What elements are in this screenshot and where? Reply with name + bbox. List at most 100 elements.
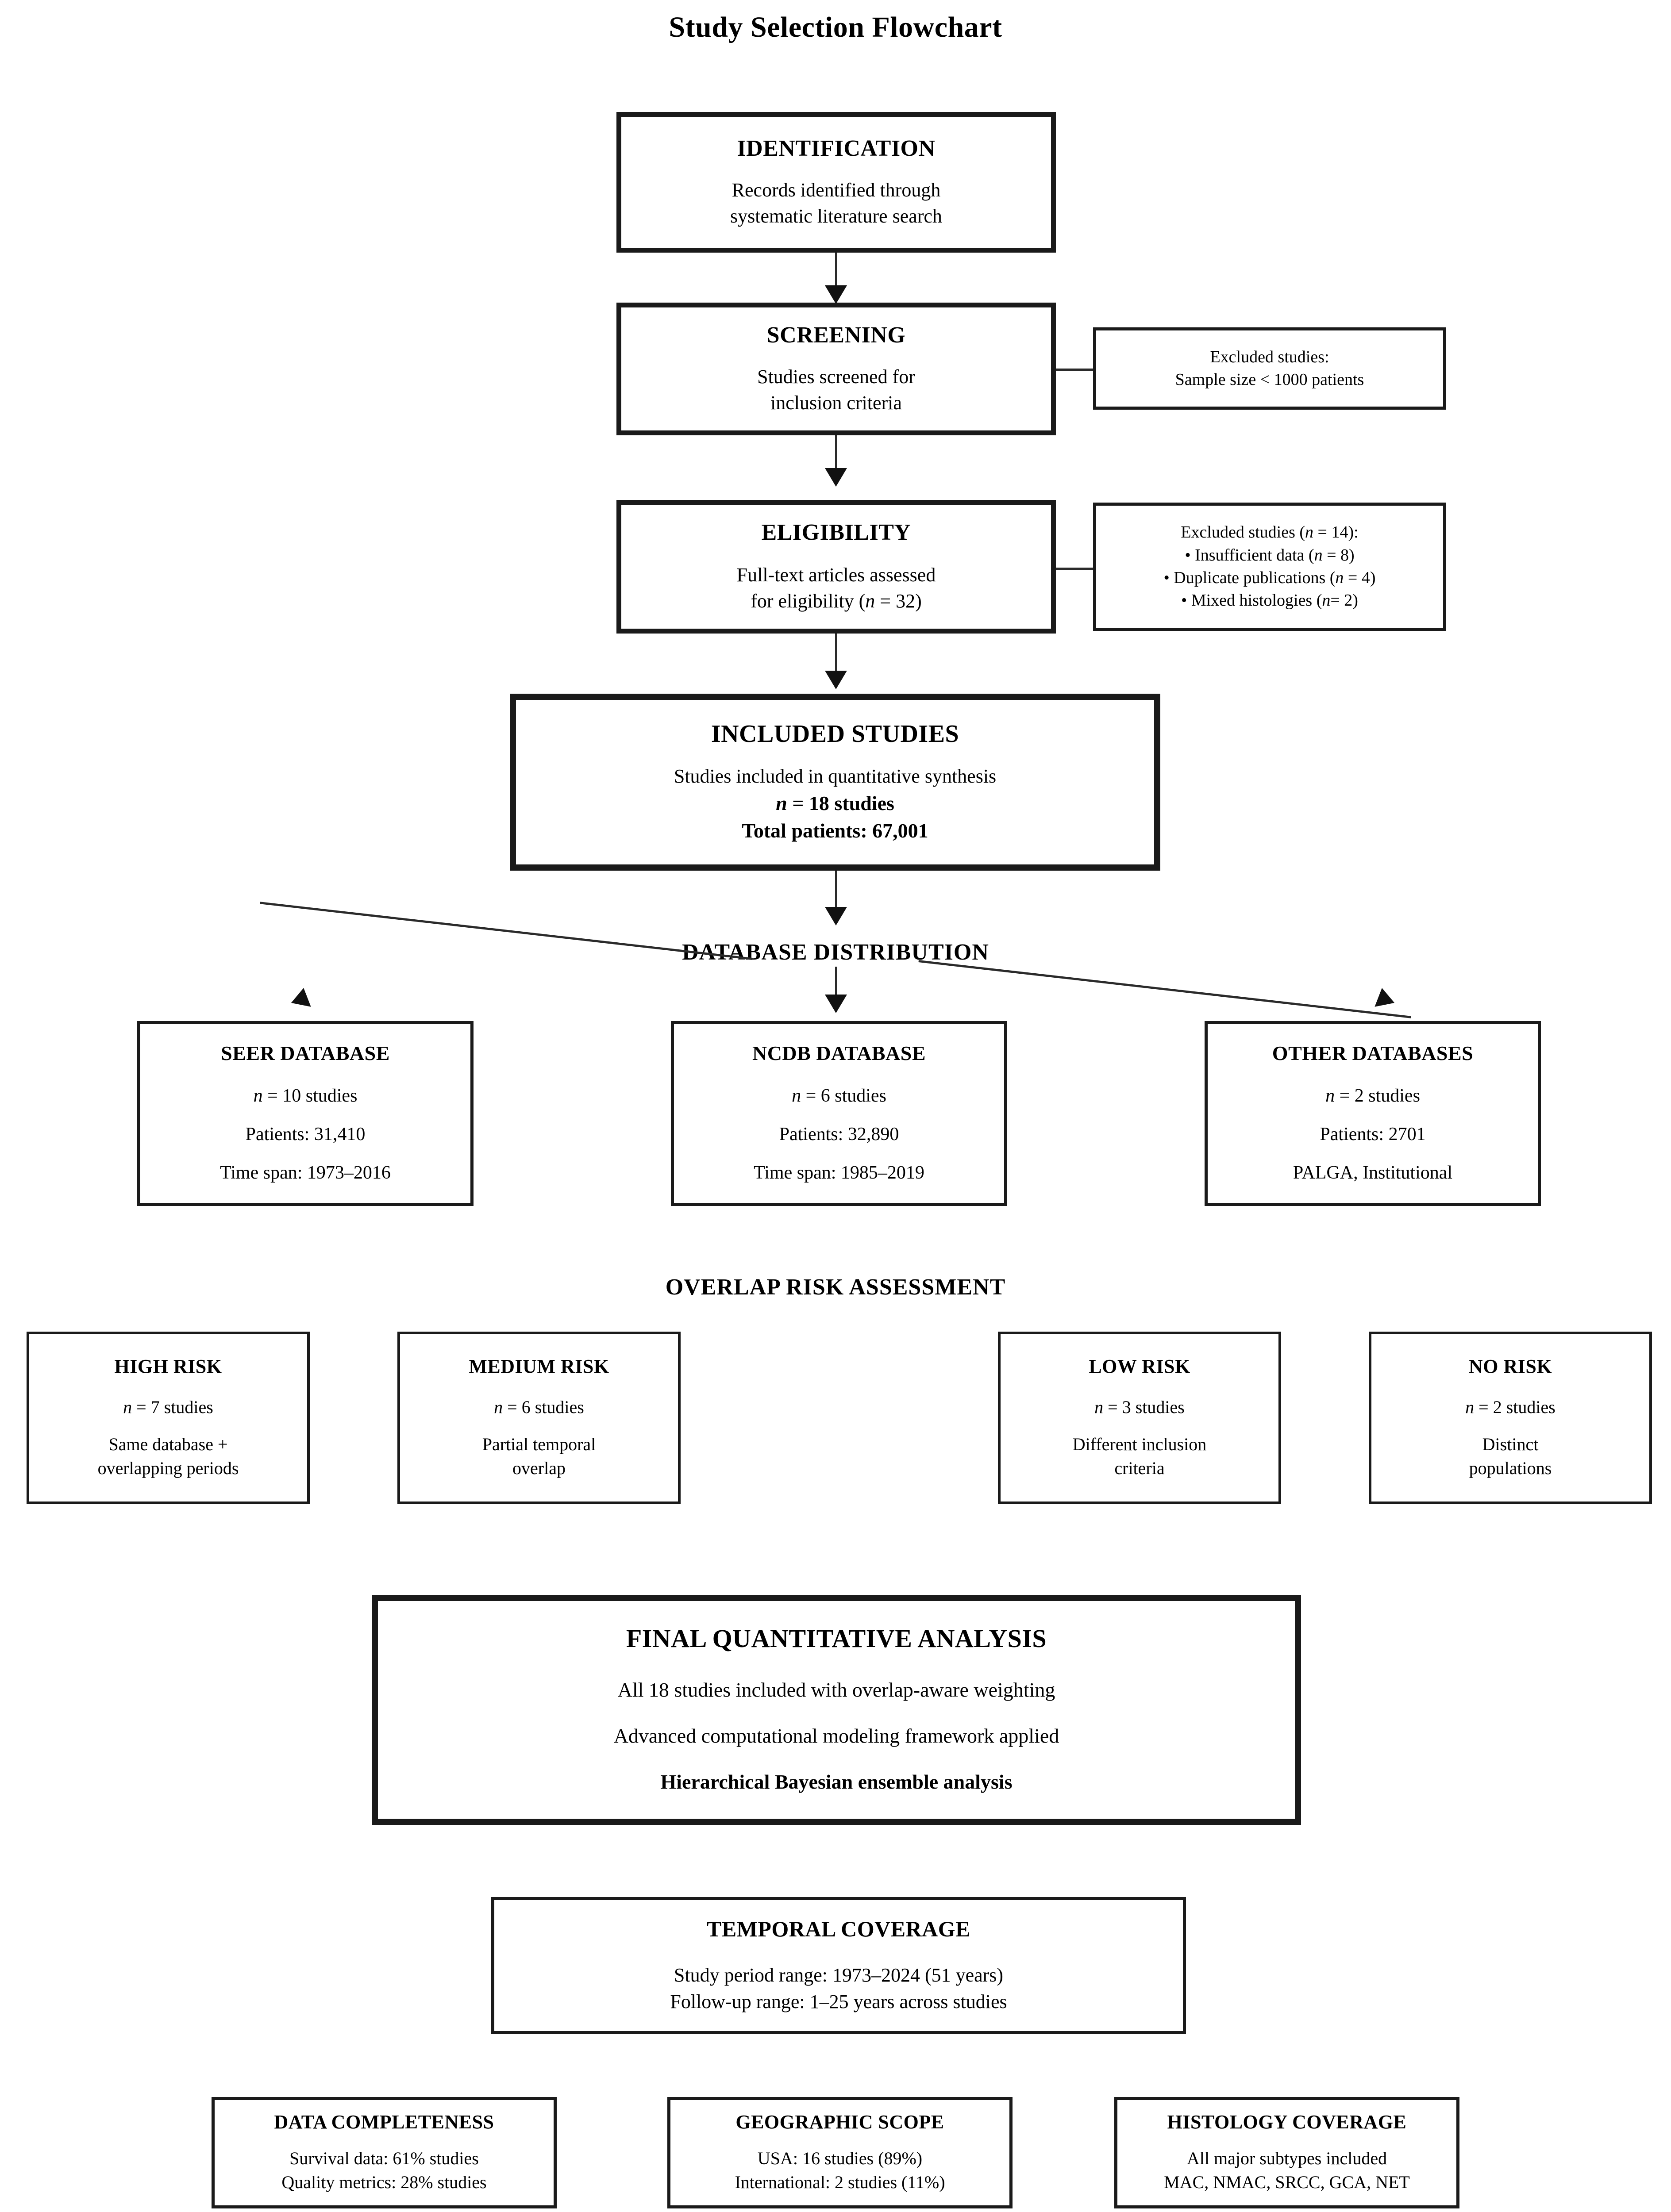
risk-none-desc-2: populations — [1469, 1458, 1552, 1479]
bullet-3-post: = 2) — [1330, 591, 1358, 610]
risk-high-n: n = 7 studies — [123, 1395, 213, 1419]
final-analysis-line-3: Hierarchical Bayesian ensemble analysis — [660, 1770, 1013, 1793]
database-seer-patients: Patients: 31,410 — [245, 1124, 366, 1145]
final-analysis-line-2: Advanced computational modeling framewor… — [613, 1724, 1059, 1747]
risk-low-desc-2: criteria — [1114, 1458, 1165, 1479]
database-seer-title: SEER DATABASE — [221, 1041, 390, 1064]
risk-none-title: NO RISK — [1468, 1355, 1552, 1377]
node-final-analysis: FINAL QUANTITATIVE ANALYSIS All 18 studi… — [372, 1595, 1301, 1825]
included-n-text: = 18 studies — [787, 791, 894, 814]
database-other-timespan: PALGA, Institutional — [1293, 1162, 1453, 1183]
risk-high-desc-1: Same database + — [108, 1434, 228, 1455]
database-ncdb-title: NCDB DATABASE — [752, 1041, 926, 1064]
eligibility-n-symbol: n — [865, 590, 875, 612]
bullet-1-pre: • Insufficient data ( — [1185, 545, 1314, 565]
database-seer-n-symbol: n — [253, 1086, 263, 1106]
geographic-scope-line-1: USA: 16 studies (89%) — [757, 2148, 923, 2169]
node-risk-medium: MEDIUM RISK n = 6 studies Partial tempor… — [397, 1332, 681, 1504]
risk-medium-desc-1: Partial temporal — [482, 1434, 596, 1455]
eligibility-excluded-bullet-1: • Insufficient data (n = 8) — [1185, 544, 1354, 567]
node-eligibility-excluded: Excluded studies (n = 14): • Insufficien… — [1093, 503, 1446, 631]
identification-heading: IDENTIFICATION — [737, 135, 936, 161]
eligibility-line-2-pre: for eligibility ( — [751, 590, 866, 612]
connector-screening-excluded — [1056, 369, 1094, 371]
database-ncdb-patients: Patients: 32,890 — [779, 1124, 899, 1145]
node-temporal-coverage: TEMPORAL COVERAGE Study period range: 19… — [491, 1897, 1186, 2034]
data-completeness-line-2: Quality metrics: 28% studies — [281, 2172, 487, 2193]
arrow-included-distribution — [825, 907, 847, 926]
database-ncdb-n-symbol: n — [792, 1086, 801, 1106]
bullet-1-n-symbol: n — [1314, 545, 1323, 565]
connector-eligibility-included — [835, 634, 837, 682]
screening-excluded-line-2: Sample size < 1000 patients — [1175, 370, 1364, 389]
screening-excluded-line-1: Excluded studies: — [1210, 347, 1329, 366]
geographic-scope-title: GEOGRAPHIC SCOPE — [735, 2111, 944, 2133]
risk-low-n-text: = 3 studies — [1103, 1397, 1185, 1417]
risk-medium-n: n = 6 studies — [494, 1395, 584, 1419]
screening-line-1: Studies screened for — [757, 365, 915, 388]
risk-none-desc-1: Distinct — [1482, 1434, 1539, 1455]
node-risk-none: NO RISK n = 2 studies Distinct populatio… — [1369, 1332, 1652, 1504]
risk-low-title: LOW RISK — [1089, 1355, 1190, 1377]
node-database-other: OTHER DATABASES n = 2 studies Patients: … — [1205, 1021, 1541, 1206]
node-risk-high: HIGH RISK n = 7 studies Same database + … — [27, 1332, 310, 1504]
data-completeness-line-1: Survival data: 61% studies — [289, 2148, 479, 2169]
node-screening-excluded: Excluded studies: Sample size < 1000 pat… — [1093, 327, 1446, 410]
data-completeness-title: DATA COMPLETENESS — [274, 2111, 494, 2133]
arrow-identification-screening — [825, 285, 847, 304]
risk-medium-n-symbol: n — [494, 1397, 503, 1417]
page-title: Study Selection Flowchart — [669, 11, 1002, 43]
risk-low-desc-1: Different inclusion — [1072, 1434, 1207, 1455]
database-ncdb-n-text: = 6 studies — [801, 1086, 886, 1106]
eligibility-excluded-bullet-3: • Mixed histologies (n= 2) — [1181, 589, 1358, 612]
connector-included-distribution — [835, 871, 837, 919]
database-distribution-heading: DATABASE DISTRIBUTION — [682, 940, 989, 965]
risk-high-n-symbol: n — [123, 1397, 132, 1417]
eligibility-excluded-heading: Excluded studies (n = 14): — [1181, 521, 1358, 544]
node-geographic-scope: GEOGRAPHIC SCOPE USA: 16 studies (89%) I… — [667, 2097, 1013, 2208]
database-ncdb-timespan: Time span: 1985–2019 — [754, 1162, 924, 1183]
database-other-n: n = 2 studies — [1325, 1083, 1420, 1109]
risk-none-n: n = 2 studies — [1465, 1395, 1555, 1419]
included-studies-line-1: Studies included in quantitative synthes… — [674, 765, 997, 787]
included-studies-line-3: Total patients: 67,001 — [742, 819, 928, 842]
identification-line-2: systematic literature search — [730, 205, 942, 227]
eligibility-excluded-bullet-2: • Duplicate publications (n = 4) — [1163, 567, 1375, 589]
histology-coverage-title: HISTOLOGY COVERAGE — [1167, 2111, 1407, 2133]
bullet-2-post: = 4) — [1344, 568, 1376, 587]
arrow-screening-eligibility — [825, 468, 847, 487]
risk-low-n-symbol: n — [1094, 1397, 1104, 1417]
temporal-coverage-line-2: Follow-up range: 1–25 years across studi… — [670, 1990, 1007, 2012]
eligibility-line-1: Full-text articles assessed — [736, 564, 936, 586]
database-ncdb-n: n = 6 studies — [792, 1083, 886, 1109]
risk-low-n: n = 3 studies — [1094, 1395, 1185, 1419]
identification-line-1: Records identified through — [732, 179, 941, 201]
connector-eligibility-excluded — [1056, 568, 1094, 570]
node-included-studies: INCLUDED STUDIES Studies included in qua… — [510, 694, 1160, 871]
bullet-3-pre: • Mixed histologies ( — [1181, 591, 1322, 610]
screening-line-2: inclusion criteria — [770, 392, 902, 414]
bullet-2-n-symbol: n — [1335, 568, 1344, 587]
histology-coverage-line-1: All major subtypes included — [1186, 2148, 1387, 2169]
connector-distribution-right — [918, 960, 1411, 1018]
node-eligibility: ELIGIBILITY Full-text articles assessed … — [616, 500, 1056, 634]
arrow-distribution-center — [825, 995, 847, 1013]
risk-high-title: HIGH RISK — [114, 1355, 222, 1377]
final-analysis-heading: FINAL QUANTITATIVE ANALYSIS — [626, 1624, 1047, 1653]
connector-screening-eligibility — [835, 435, 837, 480]
geographic-scope-line-2: International: 2 studies (11%) — [735, 2172, 945, 2193]
bullet-2-pre: • Duplicate publications ( — [1163, 568, 1336, 587]
database-other-title: OTHER DATABASES — [1272, 1041, 1474, 1064]
database-other-n-symbol: n — [1325, 1086, 1335, 1106]
risk-none-n-symbol: n — [1465, 1397, 1475, 1417]
connector-distribution-hub-stem — [835, 967, 837, 1009]
node-identification: IDENTIFICATION Records identified throug… — [616, 112, 1056, 253]
database-seer-timespan: Time span: 1973–2016 — [220, 1162, 391, 1183]
eligibility-excluded-post: = 14): — [1313, 523, 1359, 542]
database-seer-n: n = 10 studies — [254, 1083, 358, 1109]
temporal-coverage-line-1: Study period range: 1973–2024 (51 years) — [674, 1964, 1004, 1986]
included-studies-line-2: n = 18 studies — [776, 790, 894, 817]
screening-heading: SCREENING — [766, 322, 906, 348]
node-histology-coverage: HISTOLOGY COVERAGE All major subtypes in… — [1114, 2097, 1459, 2208]
included-n-symbol: n — [776, 791, 787, 814]
